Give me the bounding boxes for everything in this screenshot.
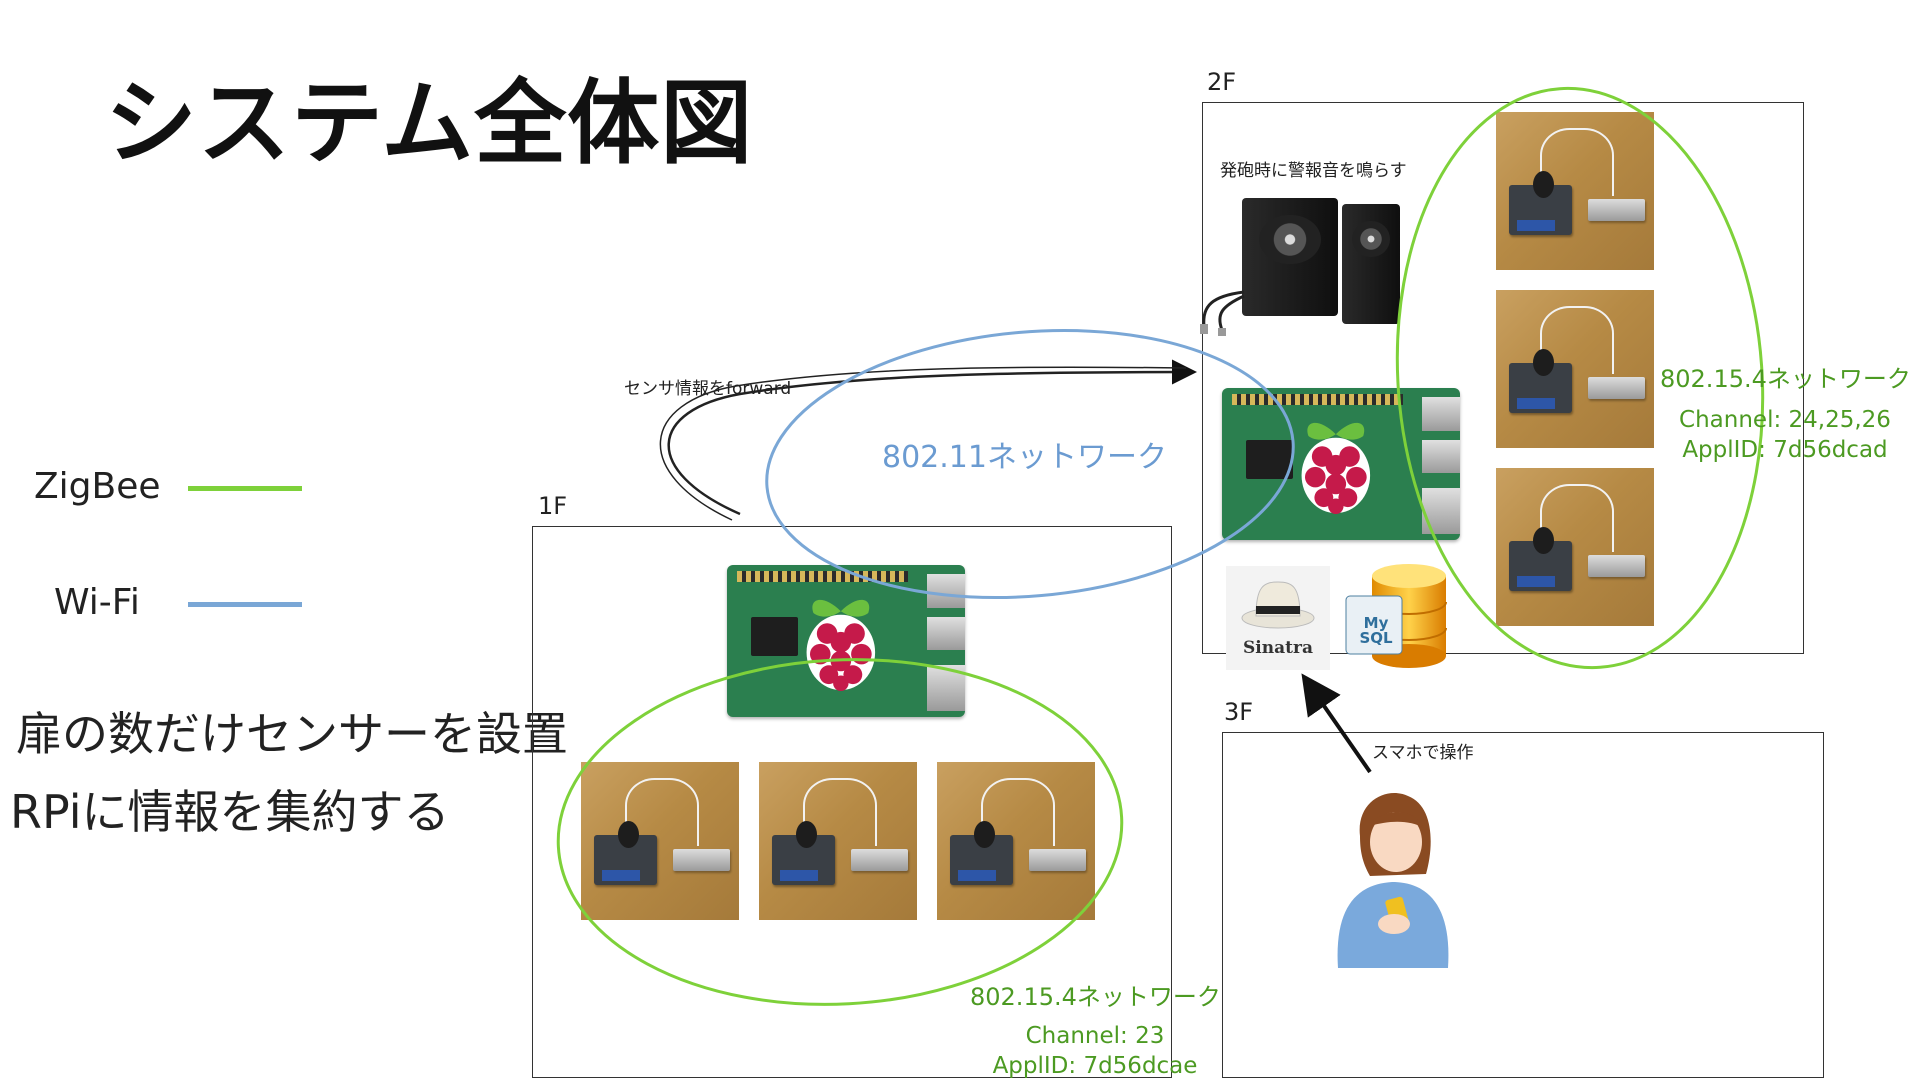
- forward-arrow: [667, 359, 1197, 516]
- mysql-label: My SQL: [1359, 614, 1393, 647]
- legend-wifi-line: [188, 602, 302, 607]
- smartphone-note: スマホで操作: [1372, 743, 1474, 763]
- door-sensor-1f-3: [937, 762, 1095, 920]
- raspberry-pi-2f: [1222, 388, 1460, 540]
- woman-smartphone-icon: [1337, 793, 1449, 968]
- floor-1f-box: [532, 526, 1172, 1078]
- raspberry-logo-icon: [1301, 423, 1371, 515]
- raspberry-pi-1f: [727, 565, 965, 717]
- zigbee-2f-channel: Channel: 24,25,26: [1679, 407, 1891, 433]
- zigbee-1f-label: 802.15.4ネットワーク: [970, 982, 1221, 1013]
- wifi-network-label: 802.11ネットワーク: [882, 440, 1167, 475]
- floor-3f-label: 3F: [1224, 698, 1254, 726]
- speaker-right: [1342, 204, 1400, 324]
- zigbee-1f-appid: ApplID: 7d56dcae: [992, 1053, 1198, 1079]
- door-sensor-2f-1: [1496, 112, 1654, 270]
- hat-icon: [1241, 581, 1315, 629]
- zigbee-network-ellipse-1f: [556, 658, 1124, 1006]
- speaker-left: [1242, 198, 1338, 316]
- zigbee-2f-network-name: 802.15.4ネットワーク: [1660, 365, 1911, 393]
- description-line-2: RPiに情報を集約する: [10, 785, 450, 839]
- door-sensor-1f-2: [759, 762, 917, 920]
- zigbee-network-ellipse-2f: [1395, 86, 1765, 670]
- legend-wifi-label: Wi-Fi: [54, 582, 140, 623]
- zigbee-1f-network-name: 802.15.4ネットワーク: [970, 983, 1221, 1011]
- legend-zigbee-line: [188, 486, 302, 491]
- floor-2f-box: [1202, 102, 1804, 654]
- sinatra-label: Sinatra: [1243, 638, 1313, 658]
- door-sensor-2f-2: [1496, 290, 1654, 448]
- sinatra-logo: Sinatra: [1226, 566, 1330, 670]
- mysql-logo: My SQL: [1342, 558, 1452, 668]
- zigbee-1f-channel: Channel: 23: [1025, 1023, 1165, 1049]
- description-line-1: 扉の数だけセンサーを設置: [16, 707, 568, 761]
- floor-1f-label: 1F: [538, 492, 568, 520]
- speaker-note: 発砲時に警報音を鳴らす: [1220, 161, 1407, 181]
- database-icon: [1345, 564, 1447, 668]
- page-title: システム全体図: [105, 70, 754, 177]
- smartphone-arrow: [1301, 673, 1372, 774]
- forward-arrow-shadow: [659, 366, 1187, 521]
- floor-3f-box: [1222, 732, 1824, 1078]
- door-sensor-1f-1: [581, 762, 739, 920]
- speaker-cable-icon: [1200, 290, 1245, 336]
- wifi-network-ellipse: [765, 329, 1295, 599]
- door-sensor-2f-3: [1496, 468, 1654, 626]
- floor-2f-label: 2F: [1207, 68, 1237, 96]
- legend-zigbee-label: ZigBee: [34, 466, 161, 507]
- zigbee-2f-appid: ApplID: 7d56dcad: [1682, 437, 1888, 463]
